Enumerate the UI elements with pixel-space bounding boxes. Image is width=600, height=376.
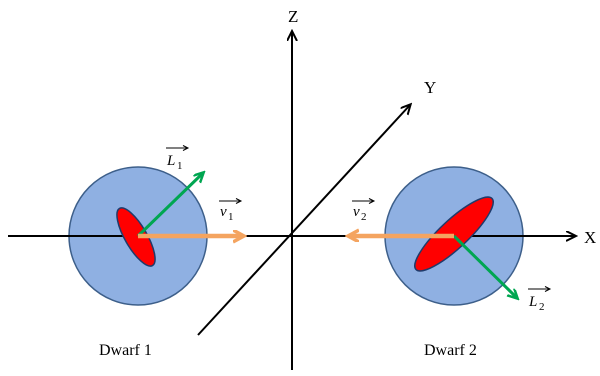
- dwarf1-angular-momentum-label: L 1: [166, 145, 190, 172]
- dwarf1-angular-momentum-arrow: [136, 173, 203, 238]
- dwarf2-velocity-label: v 2: [352, 198, 376, 223]
- vector-overbar-arrowhead: [235, 198, 243, 204]
- y-axis-label: Y: [424, 78, 436, 97]
- vector-symbol: v: [353, 204, 360, 220]
- vector-overbar-arrowhead: [544, 286, 552, 292]
- x-axis-label: X: [584, 228, 596, 247]
- vector-subscript: 2: [361, 211, 367, 223]
- dwarf1-velocity-label: v 1: [219, 198, 243, 223]
- vector-subscript: 1: [177, 160, 183, 172]
- dwarf2-angular-momentum-label: L 2: [528, 286, 552, 313]
- vector-symbol: L: [166, 153, 175, 169]
- dwarf2-name: Dwarf 2: [424, 342, 477, 359]
- dwarf1-disk: [116, 207, 156, 267]
- vector-overbar-arrowhead: [182, 145, 190, 151]
- dwarf2-angular-momentum-arrow: [452, 234, 517, 298]
- vector-subscript: 1: [228, 211, 234, 223]
- dwarf1-name: Dwarf 1: [99, 342, 152, 359]
- vector-overbar-arrowhead: [368, 198, 376, 204]
- vector-symbol: v: [220, 204, 227, 220]
- z-axis-label: Z: [288, 7, 298, 26]
- vector-symbol: L: [528, 294, 537, 310]
- vector-subscript: 2: [539, 301, 545, 313]
- y-axis: [197, 105, 410, 336]
